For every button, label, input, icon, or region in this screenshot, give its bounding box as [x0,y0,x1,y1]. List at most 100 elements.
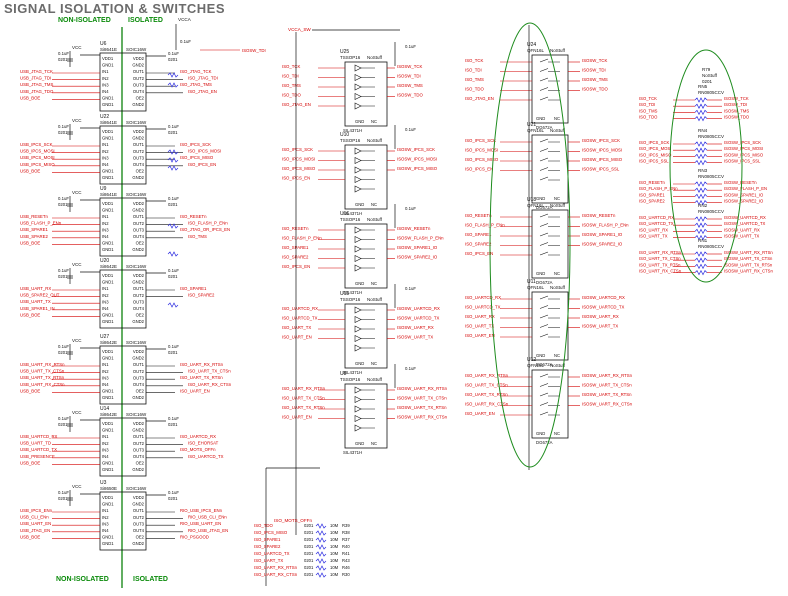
cap-value-label: 0.1uF [168,344,179,349]
switch-input-net: ISO_TDI [465,68,482,73]
rn-output-net: ISOSW_UARTCD_TX [724,221,766,226]
rn-part-label: RN0805CCV [698,244,724,249]
buffer-output-net: ISOSW_TCK [397,64,422,69]
isolator-package-label: SOIC16W [126,47,147,52]
isolator-pin-label: IN2 [102,149,109,154]
switch-output-net: ISOSW_SPARE1_IO [582,232,623,237]
buffer-note-label: NoStuff [367,55,383,60]
isolator-pin-label: OE2 [136,535,145,540]
switch-contact-symbol [539,383,549,387]
pin-label: NC [554,196,560,201]
pin-label: GND [536,196,545,201]
pin-label: NC [554,116,560,121]
buffer-gate-symbol [354,74,362,81]
buffer-gate-symbol [354,335,362,342]
isolator-pin-label: GND2 [132,136,144,141]
rn-output-net: ISOSW_TCK [724,96,749,101]
isolator-pin-label: VDD2 [133,129,145,134]
isolator-pin-label: GND2 [132,428,144,433]
switch-output-net: ISOSW_TDI [582,68,606,73]
buffer-gate-symbol [354,316,362,323]
isolator-pin-label: VDD1 [102,129,114,134]
output-net-label: ISO_IPCS_SCK [180,142,211,147]
isolator-pin-label: GND1 [102,356,114,361]
isolator-package-label: SOIC16W [126,486,147,491]
input-net-label: USB_UARTCD_TX [20,447,57,452]
isolator-pin-label: OUT2 [133,76,145,81]
buffer-chip-label: SIL4371H [343,211,362,216]
isolator-pin-label: GND2 [132,280,144,285]
input-net-label: USB_UART_RX [20,286,51,291]
buffer-part-label: TSSOP16 [340,138,361,143]
rn-input-net: ISO_UART_TX [639,234,668,239]
buffer-chip-label: SIL4371H [343,290,362,295]
rn-part-label: RN0805CCV [698,90,724,95]
buffer-ref-label: U13 [340,291,349,297]
bottom-resistor-value: 10M [330,544,339,549]
bottom-resistor-size: 0201 [304,558,314,563]
isolator-pin-label: GND2 [132,319,144,324]
bottom-resistor-size: 0201 [304,537,314,542]
isolator-pin-label: GND2 [132,467,144,472]
cap-size-label: 0201 [58,57,68,62]
buffer-output-net: ISOSW_UART_RX_RTSn [397,386,448,391]
isolator-pin-label: GND2 [132,502,144,507]
isolator-pin-label: IN2 [102,293,109,298]
rn-resistor-symbol [694,97,708,103]
rn-output-net: ISOSW_RESETn [724,180,757,185]
switch-output-net: ISOSW_IPCS_MISO [582,157,623,162]
buffer-output-net: ISOSW_IPCS_SCK [397,147,435,152]
switch-ref-label: U18 [527,197,536,203]
isolator-pin-label: IN3 [102,227,109,232]
bottom-resistor-value: 10M [330,572,339,577]
buffer-input-net: ISO_RESETn [282,226,309,231]
switch-input-net: ISO_UART_RX [465,314,495,319]
rn-resistor-symbol [694,187,708,193]
bottom-resistor-symbol [315,523,327,529]
cap-value-label: 0.1uF [58,124,69,129]
switch-input-net: ISO_TCK [465,58,484,63]
buffer-gate-symbol [354,306,362,314]
isolator-pin-label: GND1 [102,102,114,107]
isolator-chip-body [99,417,147,477]
rn-output-net: ISOSW_UART_RX_CTSn [724,269,773,274]
switch-contact-symbol [539,213,549,218]
buffer-output-net: ISOSW_FLASH_P_ENn [397,236,444,241]
pin-label: GND [355,281,364,286]
output-net-label: ISO_IPCS_MISO [180,155,214,160]
bottom-resistor-symbol [315,558,327,564]
isolator-pin-label: VDD1 [102,273,114,278]
switch-input-net: ISO_SPARE1 [465,232,492,237]
switch-input-net: ISO_TMS [465,77,484,82]
buffer-gate-symbol [354,64,362,72]
cap-value-label: 0.1uF [168,268,179,273]
input-net-label: USB_UART_EN [20,521,51,526]
output-net-label: ISO_JTAG_TMS [180,82,212,87]
rn-resistor-symbol [694,234,708,241]
rn-resistor-symbol [694,147,708,153]
isolated-label-bottom: ISOLATED [133,576,168,583]
switch-output-net: ISOSW_FLASH_P_ENn [582,223,629,228]
switch-contact-symbol [539,157,549,162]
rn-input-net: ISO_FLASH_P_ENn [639,186,678,191]
isolator-pin-label: VDD2 [133,273,145,278]
isolator-pin-label: IN1 [102,434,109,439]
isolator-pin-label: GND2 [132,541,144,546]
isolator-pin-label: GND1 [102,241,114,246]
cap-size-label: 0201 [58,496,68,501]
input-net-label: USB_FLASH_P_ENn [20,221,62,226]
output-net-label: ISO_UART_RX_CTSn [188,382,232,387]
buffer-part-label: TSSOP16 [340,377,361,382]
resistor-mark [167,165,179,171]
switch-note-label: NoStuff [550,128,566,133]
input-net-label: USB_CLI_ENn [20,515,49,520]
switch-contact-symbol [539,392,549,397]
net-label: ISOSW_TDI [242,48,266,53]
isolator-pin-label: IN3 [102,521,109,526]
vcc-label: VCC [72,190,82,195]
resistor-mark [167,149,179,155]
bottom-resistor-ref: R46 [342,565,350,570]
rn-resistor-symbol [694,228,708,235]
isolator-pin-label: OUT3 [133,227,145,232]
